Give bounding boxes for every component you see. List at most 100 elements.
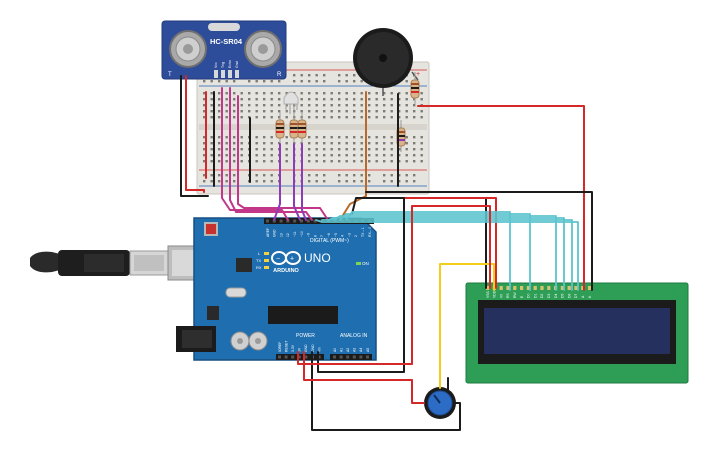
- wires: [180, 75, 593, 431]
- breadboard-hole: [345, 110, 348, 113]
- digital-pin: [368, 219, 371, 223]
- breadboard-hole: [330, 116, 333, 119]
- analog-pin: [339, 355, 343, 359]
- breadboard-hole: [330, 92, 333, 95]
- digital-pin-label: RX←0: [368, 227, 372, 237]
- breadboard-hole: [398, 154, 401, 157]
- breadboard-hole: [270, 104, 273, 107]
- breadboard-hole: [353, 110, 356, 113]
- breadboard-hole: [420, 92, 423, 95]
- breadboard-hole: [368, 98, 371, 101]
- power-pin: [297, 355, 301, 359]
- breadboard-hole: [218, 142, 221, 145]
- breadboard-rail-hole: [390, 174, 393, 177]
- analog-pin-label: A2: [346, 348, 350, 352]
- breadboard-rail-hole: [353, 180, 356, 183]
- wire-bb-trig-col: [237, 95, 329, 221]
- wire-pot-gnd: [311, 351, 461, 431]
- breadboard-hole: [368, 110, 371, 113]
- digital-pin-label: ~3: [347, 233, 351, 237]
- breadboard-rail-hole: [270, 180, 273, 183]
- breadboard-hole: [233, 110, 236, 113]
- analog-header: [330, 354, 372, 360]
- breadboard-hole: [240, 160, 243, 163]
- breadboard-hole: [345, 98, 348, 101]
- breadboard-hole: [353, 136, 356, 139]
- breadboard-hole: [278, 142, 281, 145]
- breadboard-rail-hole: [360, 174, 363, 177]
- sensor-corner-t: T: [168, 72, 172, 78]
- breadboard-hole: [383, 142, 386, 145]
- arduino-uno: L TX RX ON − + ARDUINO UNO DIGITAL (PWM~…: [176, 217, 377, 361]
- wire-ground-rail: [365, 191, 593, 291]
- breadboard-hole: [330, 98, 333, 101]
- breadboard-hole: [345, 142, 348, 145]
- breadboard-hole: [255, 116, 258, 119]
- lcd-pin: [567, 286, 571, 290]
- sensor-pin-label: Echo: [228, 60, 232, 68]
- breadboard-hole: [233, 116, 236, 119]
- breadboard-hole: [218, 110, 221, 113]
- breadboard-hole: [413, 136, 416, 139]
- digital-pin: [266, 219, 269, 223]
- breadboard-hole: [270, 148, 273, 151]
- breadboard-hole: [345, 92, 348, 95]
- digital-pin: [340, 219, 344, 223]
- piezo-buzzer: +: [353, 28, 420, 96]
- breadboard-hole: [405, 160, 408, 163]
- breadboard-hole: [255, 104, 258, 107]
- breadboard-hole: [420, 98, 423, 101]
- breadboard-hole: [368, 104, 371, 107]
- breadboard-hole: [338, 116, 341, 119]
- arduino-model: UNO: [304, 251, 331, 265]
- breadboard-hole: [353, 92, 356, 95]
- breadboard-hole: [225, 104, 228, 107]
- analog-pin-label: A1: [339, 348, 343, 352]
- breadboard-hole: [210, 104, 213, 107]
- breadboard-rail-hole: [353, 80, 356, 83]
- breadboard-hole: [315, 104, 318, 107]
- breadboard-hole: [390, 142, 393, 145]
- digital-pin-label: 2: [354, 235, 358, 237]
- breadboard-hole: [368, 148, 371, 151]
- breadboard-hole: [255, 142, 258, 145]
- breadboard-hole: [345, 136, 348, 139]
- digital-pin: [334, 219, 337, 223]
- led-tx: [264, 259, 269, 262]
- breadboard-hole: [210, 92, 213, 95]
- breadboard-hole: [225, 154, 228, 157]
- analog-pin-label: A3: [353, 348, 357, 352]
- sensor-pin: [235, 70, 239, 78]
- breadboard-hole: [263, 116, 266, 119]
- breadboard-rail-hole: [248, 80, 251, 83]
- breadboard-rail-hole: [413, 174, 416, 177]
- breadboard-hole: [383, 160, 386, 163]
- power-pin: [291, 355, 295, 359]
- usb-cable: [30, 245, 205, 281]
- breadboard-rail-hole: [315, 80, 318, 83]
- breadboard-hole: [225, 116, 228, 119]
- led-l-label: L: [258, 251, 261, 256]
- breadboard-hole: [405, 136, 408, 139]
- breadboard-hole: [248, 116, 251, 119]
- breadboard-hole: [308, 136, 311, 139]
- breadboard-hole: [203, 92, 206, 95]
- breadboard-hole: [233, 98, 236, 101]
- digital-pin-label: 13: [279, 233, 283, 237]
- resistor-5: [410, 72, 420, 104]
- breadboard-hole: [345, 160, 348, 163]
- breadboard-hole: [323, 92, 326, 95]
- led-rx: [264, 266, 269, 269]
- svg-text:+: +: [290, 256, 294, 263]
- breadboard-hole: [315, 160, 318, 163]
- breadboard-hole: [248, 92, 251, 95]
- breadboard-hole: [308, 110, 311, 113]
- breadboard-rail-hole: [360, 80, 363, 83]
- breadboard-hole: [390, 116, 393, 119]
- breadboard-hole: [420, 154, 423, 157]
- lcd-pin: [560, 286, 564, 290]
- breadboard-hole: [345, 116, 348, 119]
- breadboard-rail-hole: [315, 74, 318, 77]
- reset-button[interactable]: [206, 224, 216, 234]
- breadboard-hole: [353, 104, 356, 107]
